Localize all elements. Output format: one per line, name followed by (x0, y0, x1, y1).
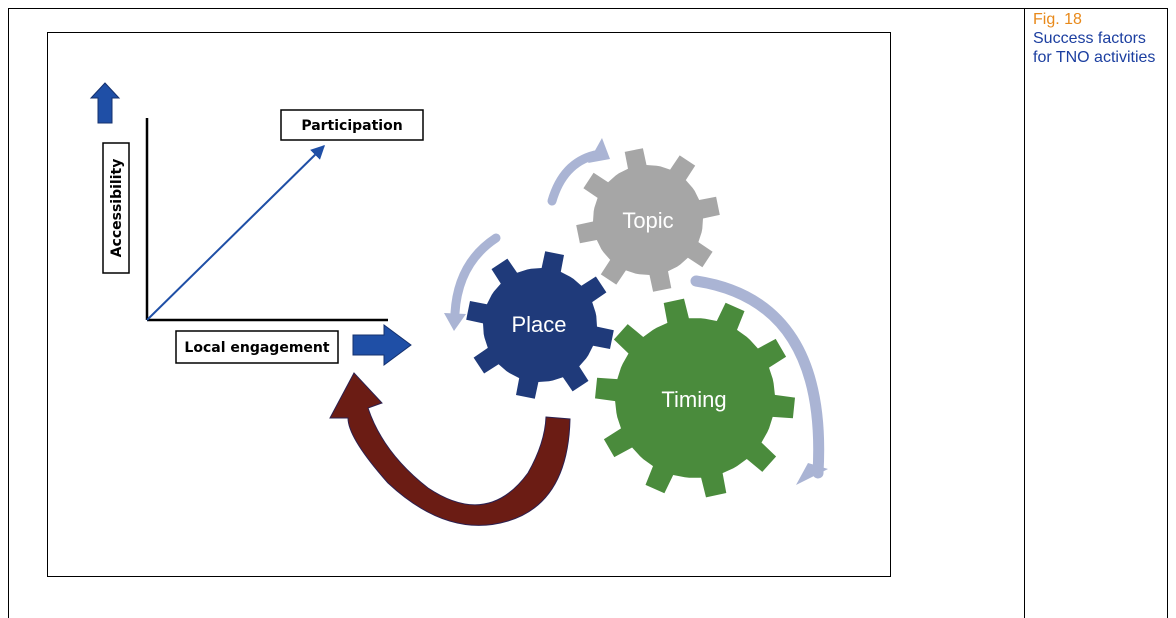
timing-gear-label: Timing (661, 387, 726, 412)
timing-gear-shape (595, 298, 795, 498)
up-arrow-icon (89, 82, 121, 124)
timing-gear (595, 298, 795, 498)
local-engagement-label-box: Local engagement (175, 330, 339, 364)
success-factors-diagram: Accessibility Participation Local engage… (89, 82, 828, 526)
cycle-arrow-top-head (588, 138, 610, 163)
curved-feedback-arrow (329, 372, 571, 526)
accessibility-label-box: Accessibility (102, 142, 130, 274)
cycle-arrow-right (690, 275, 825, 479)
topic-gear (576, 148, 720, 292)
figure-caption: Fig. 18 Success factors for TNO activiti… (1033, 10, 1163, 67)
place-gear (466, 251, 614, 399)
table-frame (8, 8, 1168, 618)
right-arrow-icon (352, 324, 412, 366)
cycle-arrow-left-head (444, 313, 466, 331)
cycle-arrow-left (450, 233, 501, 318)
local-engagement-label: Local engagement (184, 340, 329, 356)
topic-gear-shape (576, 148, 720, 292)
caption-label: Fig. 18 (1033, 11, 1082, 28)
diagonal-axis (146, 145, 325, 321)
participation-label: Participation (301, 118, 402, 134)
place-gear-shape (466, 251, 614, 399)
accessibility-label: Accessibility (109, 159, 125, 258)
figure-box: Accessibility Participation Local engage… (47, 32, 891, 577)
cycle-arrow-top (547, 150, 600, 206)
cell-divider (1024, 8, 1025, 618)
caption-text: Success factors for TNO activities (1033, 30, 1156, 66)
topic-gear-label: Topic (622, 208, 673, 233)
cycle-arrow-right-head (796, 463, 828, 485)
place-gear-label: Place (511, 312, 566, 337)
participation-label-box: Participation (280, 109, 424, 141)
